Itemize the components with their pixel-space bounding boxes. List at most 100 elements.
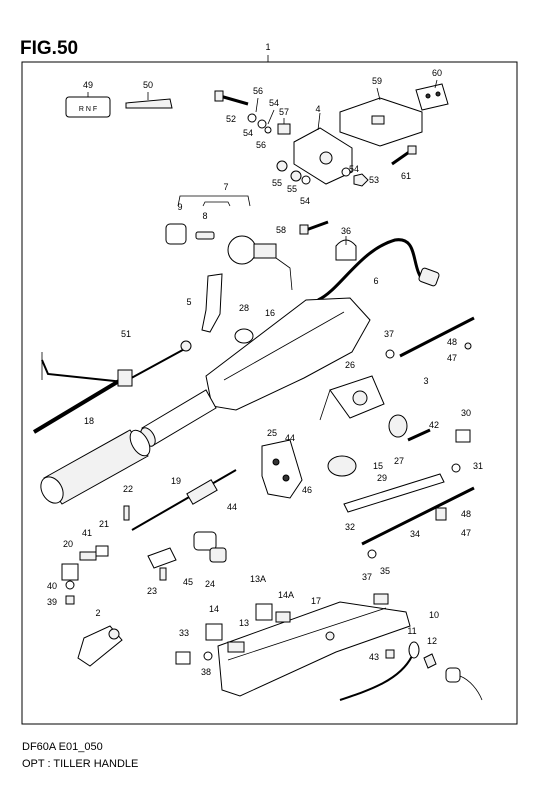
callout-c54d: 54: [348, 164, 359, 174]
callout-c52: 52: [225, 114, 236, 124]
callout-c8: 8: [202, 211, 208, 221]
callout-c59: 59: [371, 76, 382, 86]
part-29-link: [343, 473, 445, 513]
part-19-rod: [131, 469, 237, 531]
part-13A-switch: [255, 603, 273, 621]
part-6-harness: [317, 238, 427, 302]
callout-c2: 2: [95, 608, 101, 618]
callout-c27: 27: [393, 456, 404, 466]
footer-code: DF60A E01_050: [22, 741, 103, 753]
callout-c26: 26: [344, 360, 355, 370]
part-39-screw: [65, 595, 75, 605]
callout-c5: 5: [186, 297, 192, 307]
part-28-bushing: [234, 328, 254, 344]
callout-c48a: 48: [446, 337, 457, 347]
callout-c37a: 37: [383, 329, 394, 339]
part-20-block: [61, 563, 79, 581]
part-31-cap: [451, 463, 461, 473]
callout-c36: 36: [340, 226, 351, 236]
callout-c14A: 14A: [277, 590, 294, 600]
callout-c21: 21: [98, 519, 109, 529]
callout-c51: 51: [120, 329, 131, 339]
part-24-lock: [193, 531, 217, 551]
callout-c53: 53: [368, 175, 379, 185]
part-56-washer: [247, 113, 257, 123]
part-55-bushing: [276, 160, 288, 172]
figure-title: FIG.50: [20, 38, 79, 59]
callout-c61: 61: [400, 171, 411, 181]
callout-c30: 30: [460, 408, 471, 418]
callout-c47a: 47: [446, 353, 457, 363]
callout-c55a: 55: [271, 178, 282, 188]
callout-c29: 29: [376, 473, 387, 483]
callout-c13: 13: [238, 618, 249, 628]
callout-c22: 22: [122, 484, 133, 494]
callout-c9: 9: [177, 202, 183, 212]
part-51-rod: [32, 376, 126, 434]
callout-c24: 24: [204, 579, 215, 589]
part-25-bracket: [261, 439, 303, 499]
callout-c38: 38: [200, 667, 211, 677]
callout-c60: 60: [431, 68, 442, 78]
part-35-stopper: [373, 593, 389, 605]
callout-c18: 18: [83, 416, 94, 426]
callout-c50: 50: [142, 80, 153, 90]
decal-49-text: R N F: [79, 106, 97, 113]
callout-c57: 57: [278, 107, 289, 117]
part-16-tiller-body: [205, 297, 371, 411]
callout-c44a: 44: [284, 433, 295, 443]
callout-c37b: 37: [361, 572, 372, 582]
part-3-cable: [399, 316, 475, 358]
callout-c23: 23: [146, 586, 157, 596]
callout-c55b: 55: [286, 184, 297, 194]
part-43-screw: [385, 649, 395, 659]
callout-c6: 6: [373, 276, 379, 286]
callout-c32: 32: [344, 522, 355, 532]
callout-c19: 19: [170, 476, 181, 486]
part-60-plate: [415, 83, 449, 111]
callout-c43: 43: [368, 652, 379, 662]
callout-c16: 16: [264, 308, 275, 318]
part-10-lanyard: [339, 655, 413, 701]
part-8-key: [195, 231, 215, 240]
callout-c17: 17: [310, 596, 321, 606]
callout-c28: 28: [238, 303, 249, 313]
part-9-cap: [165, 223, 187, 245]
part-41-spring: [79, 551, 97, 561]
part-61-bolt: [407, 145, 417, 155]
callout-c44b: 44: [226, 502, 237, 512]
callout-c34: 34: [409, 529, 420, 539]
callout-c15: 15: [372, 461, 383, 471]
callout-c54b: 54: [242, 128, 253, 138]
part-15-knob: [327, 455, 357, 477]
part-33-clip: [175, 651, 191, 665]
callout-c48b: 48: [460, 509, 471, 519]
part-11-clip: [408, 641, 420, 659]
callout-c25: 25: [266, 428, 277, 438]
part-13-switch: [227, 641, 245, 653]
footer-description: OPT : TILLER HANDLE: [22, 758, 139, 770]
callout-c40: 40: [46, 581, 57, 591]
callout-c45: 45: [182, 577, 193, 587]
callout-c11: 11: [407, 626, 417, 636]
callout-c35: 35: [379, 566, 390, 576]
part-52-bolt: [214, 90, 224, 102]
callout-c39: 39: [46, 597, 57, 607]
part-36-clip: [335, 239, 357, 261]
part-12-nut: [423, 653, 437, 669]
part-34-cable: [361, 486, 475, 546]
callout-c31: 31: [472, 461, 483, 471]
callout-c42: 42: [428, 420, 439, 430]
part-7-switch: [227, 235, 257, 265]
part-17-bracket: [217, 601, 411, 697]
callout-c41: 41: [81, 528, 92, 538]
part-5-lever: [201, 273, 223, 333]
part-14-cover: [205, 623, 223, 641]
part-57-collar: [277, 123, 291, 135]
part-53-nut: [353, 173, 369, 187]
part-58-screw: [299, 224, 309, 235]
callout-c54c: 54: [299, 196, 310, 206]
part-50-tag: [125, 98, 173, 109]
part-30-plate: [455, 429, 471, 443]
